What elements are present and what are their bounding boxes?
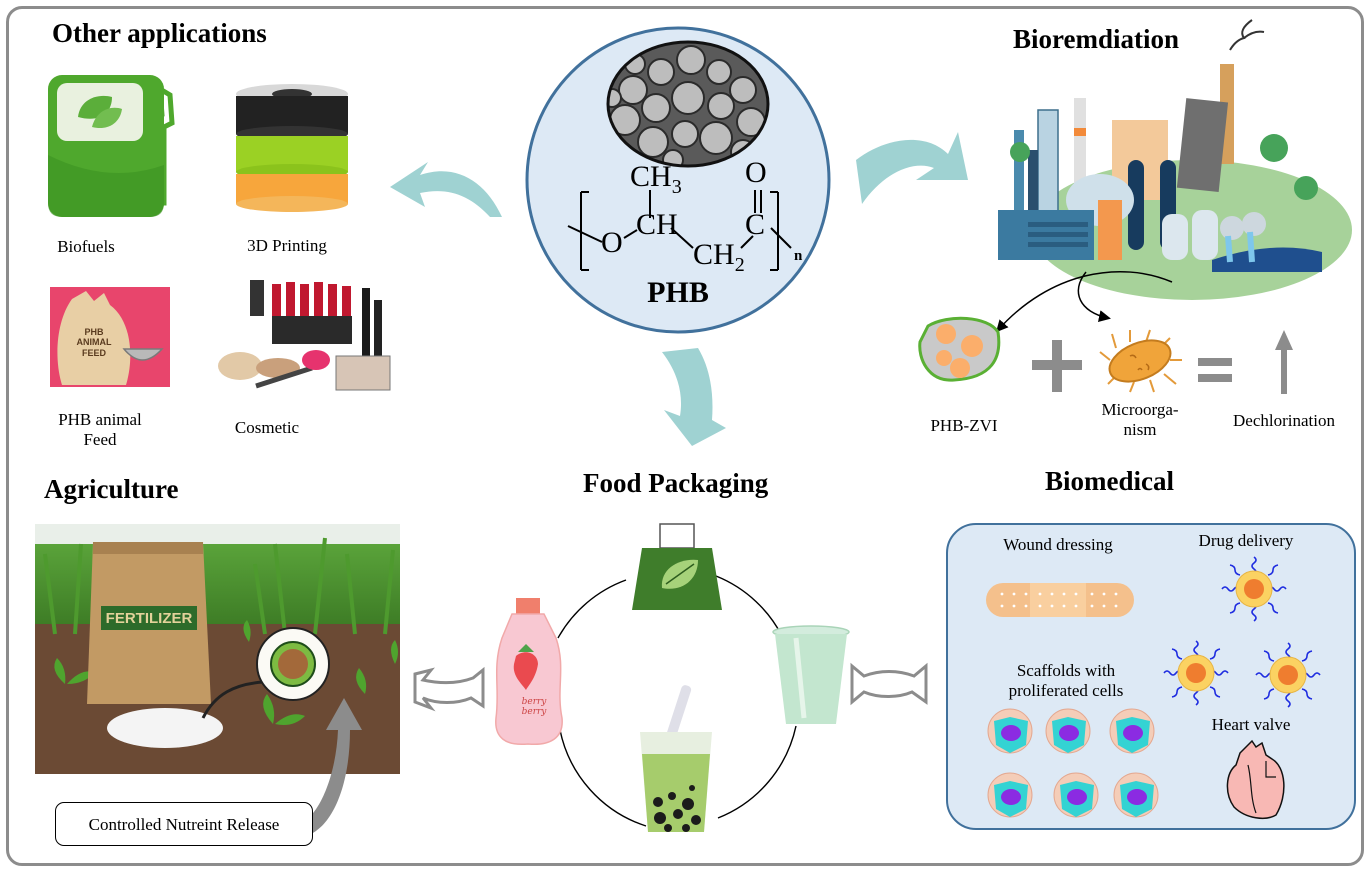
phb-circle <box>525 26 831 334</box>
bioremediation-title: Bioremdiation <box>1013 24 1180 54</box>
repeat-unit-n: n <box>794 248 803 264</box>
packaging-cycle-ring <box>557 575 797 827</box>
fuel-pump-leaf-icon <box>48 75 175 217</box>
molecule-bonds <box>567 190 792 271</box>
cell-scaffold-icon <box>987 708 1159 818</box>
feed-sack-icon: PHB ANIMAL FEED <box>50 287 170 387</box>
methyl-group: CH3 <box>630 160 682 198</box>
biofuels-label: Biofuels <box>57 237 115 256</box>
ester-oxygen: O <box>601 226 623 259</box>
eco-bag-icon <box>632 523 722 610</box>
industrial-plant-icon <box>998 19 1352 300</box>
micrograph-image <box>606 40 770 168</box>
food-packaging-title: Food Packaging <box>583 468 769 498</box>
agriculture-title: Agriculture <box>44 474 179 504</box>
animal-feed-label: PHB animal Feed <box>58 410 142 450</box>
controlled-release-callout: Controlled Nutreint Release <box>55 802 313 846</box>
exchange-arrow-left-icon <box>413 666 485 712</box>
pla-cup-icon <box>772 625 850 724</box>
drug-delivery-label: Drug delivery <box>1198 531 1294 550</box>
bubble-tea-icon <box>640 685 712 832</box>
ch2-group: CH2 <box>693 238 745 276</box>
feed-sack-text: PHB ANIMAL FEED <box>76 327 112 358</box>
scaffolds-label: Scaffolds with proliferated cells <box>1008 661 1124 701</box>
ch-group: CH <box>636 208 678 241</box>
bioremediation-branch-arrows <box>995 271 1173 333</box>
phb-center: CH3 O O CH CH2 C n PHB <box>513 20 843 340</box>
phb-label: PHB <box>647 276 709 309</box>
bottle-text: berry berry <box>521 697 547 717</box>
heart-icon <box>1226 739 1285 820</box>
filament-spool-icon <box>236 84 348 212</box>
flow-arrow-down-icon <box>662 348 726 446</box>
phb-zvi-particle-icon <box>918 316 1001 382</box>
juice-bottle-icon <box>495 598 563 746</box>
carbonyl-oxygen: O <box>745 156 767 189</box>
3d-printing-label: 3D Printing <box>247 236 327 255</box>
flow-arrow-left-icon <box>390 162 502 217</box>
release-curved-arrow-icon <box>300 698 362 836</box>
phb-zvi-label: PHB-ZVI <box>930 416 998 435</box>
fertilizer-field-image: FERTILIZER <box>35 524 400 774</box>
bacterium-icon <box>1099 329 1182 393</box>
fertilizer-bag-label: FERTILIZER <box>105 610 193 627</box>
carbonyl-carbon: C <box>745 208 766 241</box>
cosmetics-icon <box>218 280 391 391</box>
nanoparticle-icon <box>1163 556 1321 708</box>
heart-valve-label: Heart valve <box>1211 715 1291 734</box>
up-arrow-icon <box>1275 330 1293 394</box>
dechlorination-label: Dechlorination <box>1233 411 1335 430</box>
controlled-release-label: Controlled Nutreint Release <box>88 815 280 834</box>
exchange-arrow-right-icon <box>850 662 928 706</box>
plus-icon <box>1032 340 1082 392</box>
biomedical-title: Biomedical <box>1045 466 1174 496</box>
figure-frame <box>6 6 1364 866</box>
bandage-icon <box>986 583 1134 617</box>
flow-arrow-right-icon <box>856 132 968 204</box>
cosmetic-label: Cosmetic <box>234 418 300 437</box>
biomedical-panel: Wound dressing Scaffolds with proliferat… <box>946 523 1356 830</box>
other-applications-title: Other applications <box>52 18 267 48</box>
microorganism-label: Microorga- nism <box>1101 400 1179 440</box>
wound-dressing-label: Wound dressing <box>1003 535 1113 554</box>
equals-icon <box>1198 358 1232 382</box>
